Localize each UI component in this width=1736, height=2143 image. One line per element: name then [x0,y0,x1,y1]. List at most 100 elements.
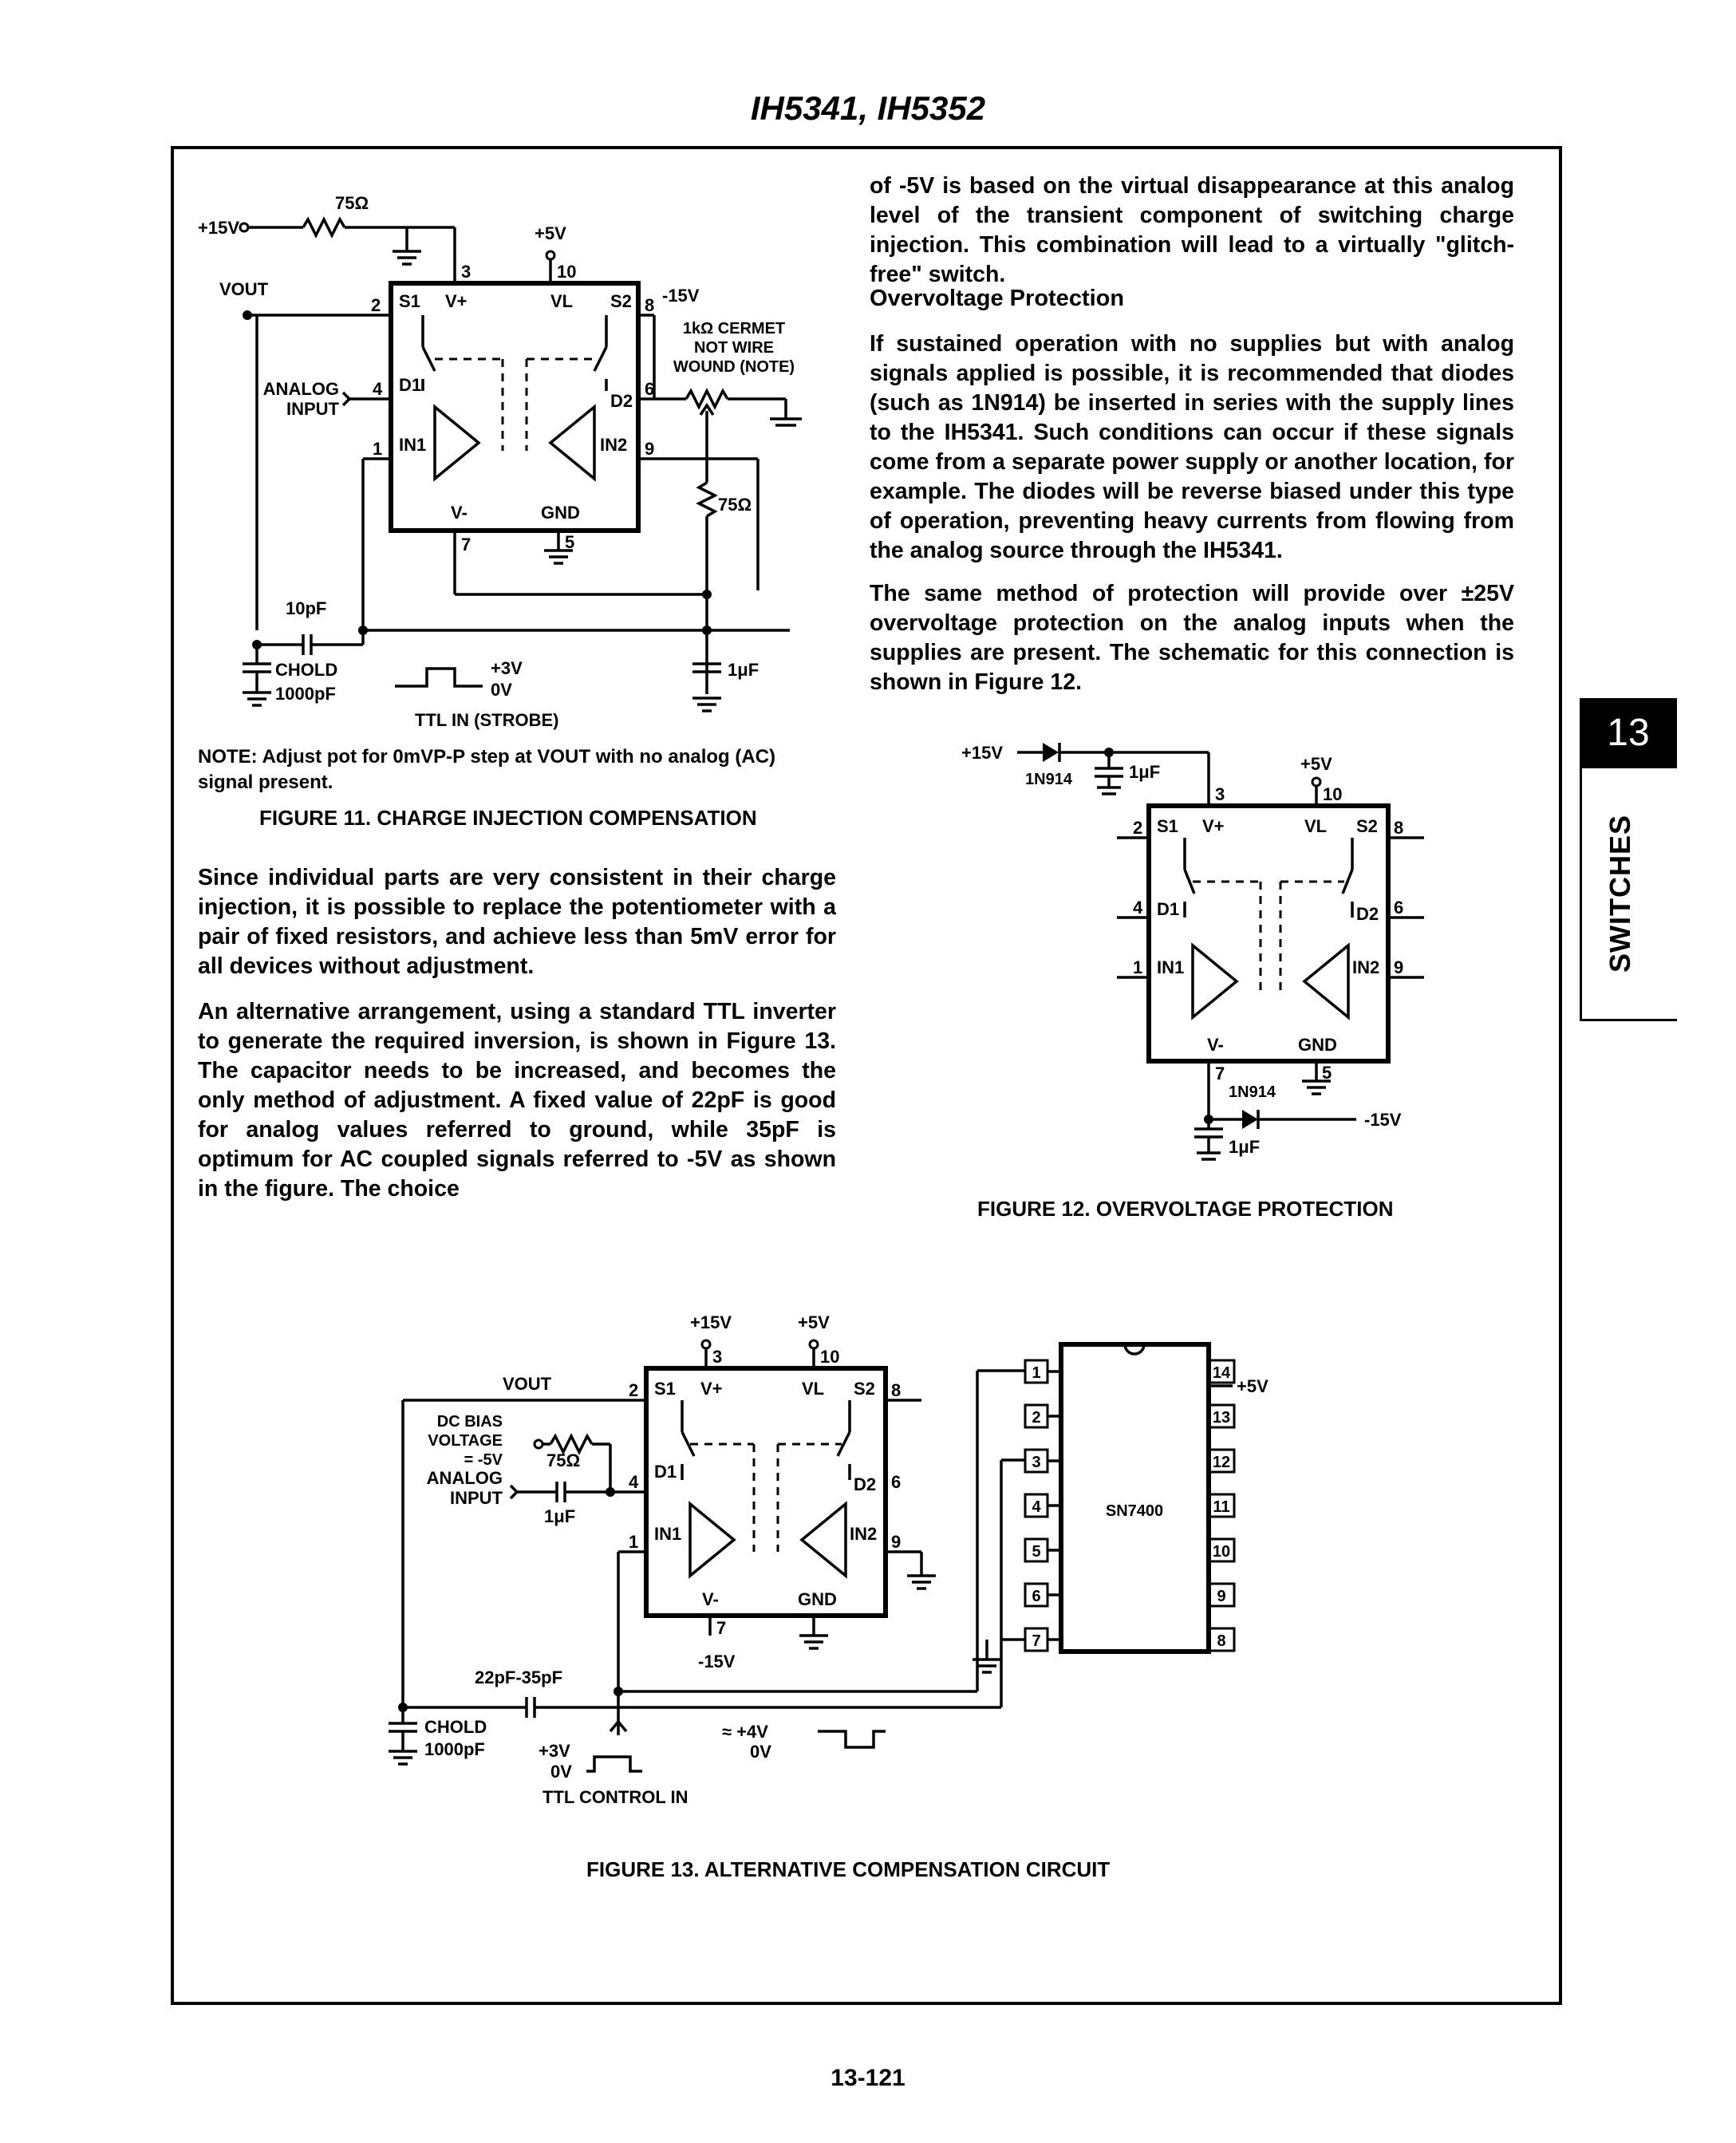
chip-pin-box-right [1207,1359,1236,1384]
content-frame [171,146,1562,2005]
fig13-pin4-label: 4 [629,1472,639,1492]
body-paragraph-4: If sustained operation with no supplies … [870,331,1514,563]
fig13-dcbias-label-1: DC BIAS [437,1413,503,1431]
fig13-dcbias-label-2: VOLTAGE [428,1432,503,1450]
fig13-pin1-label: 1 [629,1532,638,1552]
fig12-pin10-label: 10 [1323,784,1342,804]
fig11-vout-label: VOUT [219,279,269,299]
fig13-plus15-label: +15V [690,1312,732,1332]
fig11-c1u-label: 1μF [728,660,759,680]
chip-pin-box-right [1207,1627,1236,1652]
chip-pin-left-label: 2 [1032,1409,1040,1427]
chip-pin-right-label: 12 [1213,1454,1230,1471]
figure-13-caption: FIGURE 13. ALTERNATIVE COMPENSATION CIRC… [586,1857,1111,1881]
fig11-pin4-label: 4 [373,379,383,399]
chip-pin-left-label: 7 [1032,1632,1040,1650]
fig12-pin5-label: 5 [1322,1063,1332,1083]
fig13-d1-label: D1 [654,1462,677,1482]
section-tab-number: 13 [1580,698,1677,768]
chip-pin-box-right [1207,1582,1236,1608]
fig13-s2-label: S2 [854,1379,875,1399]
fig12-diode1-label: 1N914 [1025,771,1073,788]
fig11-analog-label-1: ANALOG [263,379,339,399]
chip-pin-box-right [1207,1448,1236,1474]
fig13-p3v-label: +3V [539,1741,570,1761]
body-paragraph-2: An alternative arrangement, using a stan… [198,999,836,1202]
fig13-plus5-chip-label: +5V [1237,1376,1268,1396]
fig12-c1u-b-label: 1μF [1229,1137,1260,1157]
chip-pin-left-label: 3 [1032,1454,1040,1471]
fig11-p3v-label: +3V [491,658,523,678]
fig13-r75-label: 75Ω [546,1450,580,1470]
fig11-r75-mid-label: 75Ω [718,495,752,515]
fig12-d2-label: D2 [1356,904,1379,924]
fig11-pin8-label: 8 [645,295,654,315]
fig13-analog-label-1: ANALOG [427,1468,503,1488]
page-number: 13-121 [831,2065,905,2091]
fig11-pin6-label: 6 [645,379,654,399]
fig12-plus5-label: +5V [1300,754,1332,774]
fig13-gnd-label: GND [798,1589,837,1609]
fig12-plus15-label: +15V [961,743,1003,763]
chip-pin-right-label: 10 [1213,1543,1230,1561]
fig11-ttl-label: TTL IN (STROBE) [415,710,558,730]
figure-12-caption: FIGURE 12. OVERVOLTAGE PROTECTION [977,1197,1394,1221]
section-tab-label: SWITCHES [1604,815,1636,973]
fig11-pot-label-2: NOT WIRE [694,339,774,357]
fig11-pin5-label: 5 [565,532,574,552]
fig13-chold-label: CHOLD [424,1717,487,1737]
fig11-plus5-label: +5V [535,223,566,243]
fig13-pin2-label: 2 [629,1380,638,1400]
figure-11-caption: FIGURE 11. CHARGE INJECTION COMPENSATION [259,806,757,830]
fig11-r75-top-label: 75Ω [335,193,369,213]
chip-pin-left-label: 6 [1032,1588,1040,1605]
fig12-vl-label: VL [1304,816,1327,836]
fig11-pin3-label: 3 [461,262,471,282]
fig11-s2-label: S2 [610,291,632,311]
fig11-d1-label: D1 [399,375,421,395]
fig13-s1-label: S1 [654,1379,676,1399]
chip-pin-left-label: 4 [1032,1498,1041,1516]
figure-11-note: NOTE: Adjust pot for 0mVP-P step at VOUT… [198,746,776,793]
figure-13-schematic: +15V +5V 3 10 VOUT 2 8 4 6 1 9 7 S1 V+ V… [389,1312,1268,1807]
fig11-p0v-label: 0V [491,680,512,700]
fig13-dcbias-label-3: = -5V [464,1451,503,1469]
fig11-minus15-label: -15V [662,286,700,306]
chip-pin-right-label: 13 [1213,1409,1230,1427]
fig13-vplus-label: V+ [700,1379,723,1399]
section-heading: Overvoltage Protection [870,286,1125,311]
body-paragraph-1: Since individual parts are very consiste… [198,865,836,979]
fig13-c1000p-label: 1000pF [424,1739,485,1759]
fig13-ttl-label: TTL CONTROL IN [542,1787,688,1807]
fig12-pin9-label: 9 [1394,957,1403,977]
chip-pin-right-label: 9 [1217,1588,1225,1605]
fig11-plus15-label: +15V [198,218,239,238]
fig13-p0v-label: 0V [550,1762,572,1782]
fig12-diode2-label: 1N914 [1229,1083,1276,1101]
fig11-pot-label-3: WOUND (NOTE) [673,358,795,376]
fig13-c22-label: 22pF-35pF [475,1667,562,1687]
fig13-in1-label: IN1 [654,1524,681,1544]
fig11-in2-label: IN2 [600,435,627,455]
fig13-vminus-label: V- [702,1589,719,1609]
fig11-pin9-label: 9 [645,439,654,459]
fig13-p4v-label: ≈ +4V [722,1722,768,1742]
fig11-pin10-label: 10 [557,262,576,282]
fig13-in2-label: IN2 [850,1524,877,1544]
fig12-pin8-label: 8 [1394,818,1403,838]
fig11-pin7-label: 7 [461,535,471,554]
fig11-vplus-label: V+ [445,291,468,311]
fig11-chold-label: CHOLD [275,660,337,680]
fig12-vplus-label: V+ [1202,816,1225,836]
fig11-c1000p-label: 1000pF [275,684,336,704]
figure-12-schematic: +15V 1N914 1μF +5V 3 10 2 8 4 6 1 9 7 5 … [961,743,1424,1161]
figure-11-schematic: 75Ω +15V +5V 3 10 VOUT -15V 2 8 4 6 1 9 … [198,193,802,730]
fig12-pin6-label: 6 [1394,898,1403,918]
chip-pin-left-label: 5 [1032,1543,1040,1561]
fig12-in2-label: IN2 [1352,957,1379,977]
chip-pin-left-label: 1 [1032,1364,1040,1382]
body-paragraph-3: of -5V is based on the virtual disappear… [870,173,1514,287]
chip-pin-right-label: 11 [1213,1498,1229,1516]
section-tab-border [1580,768,1677,1021]
fig11-vl-label: VL [550,291,573,311]
